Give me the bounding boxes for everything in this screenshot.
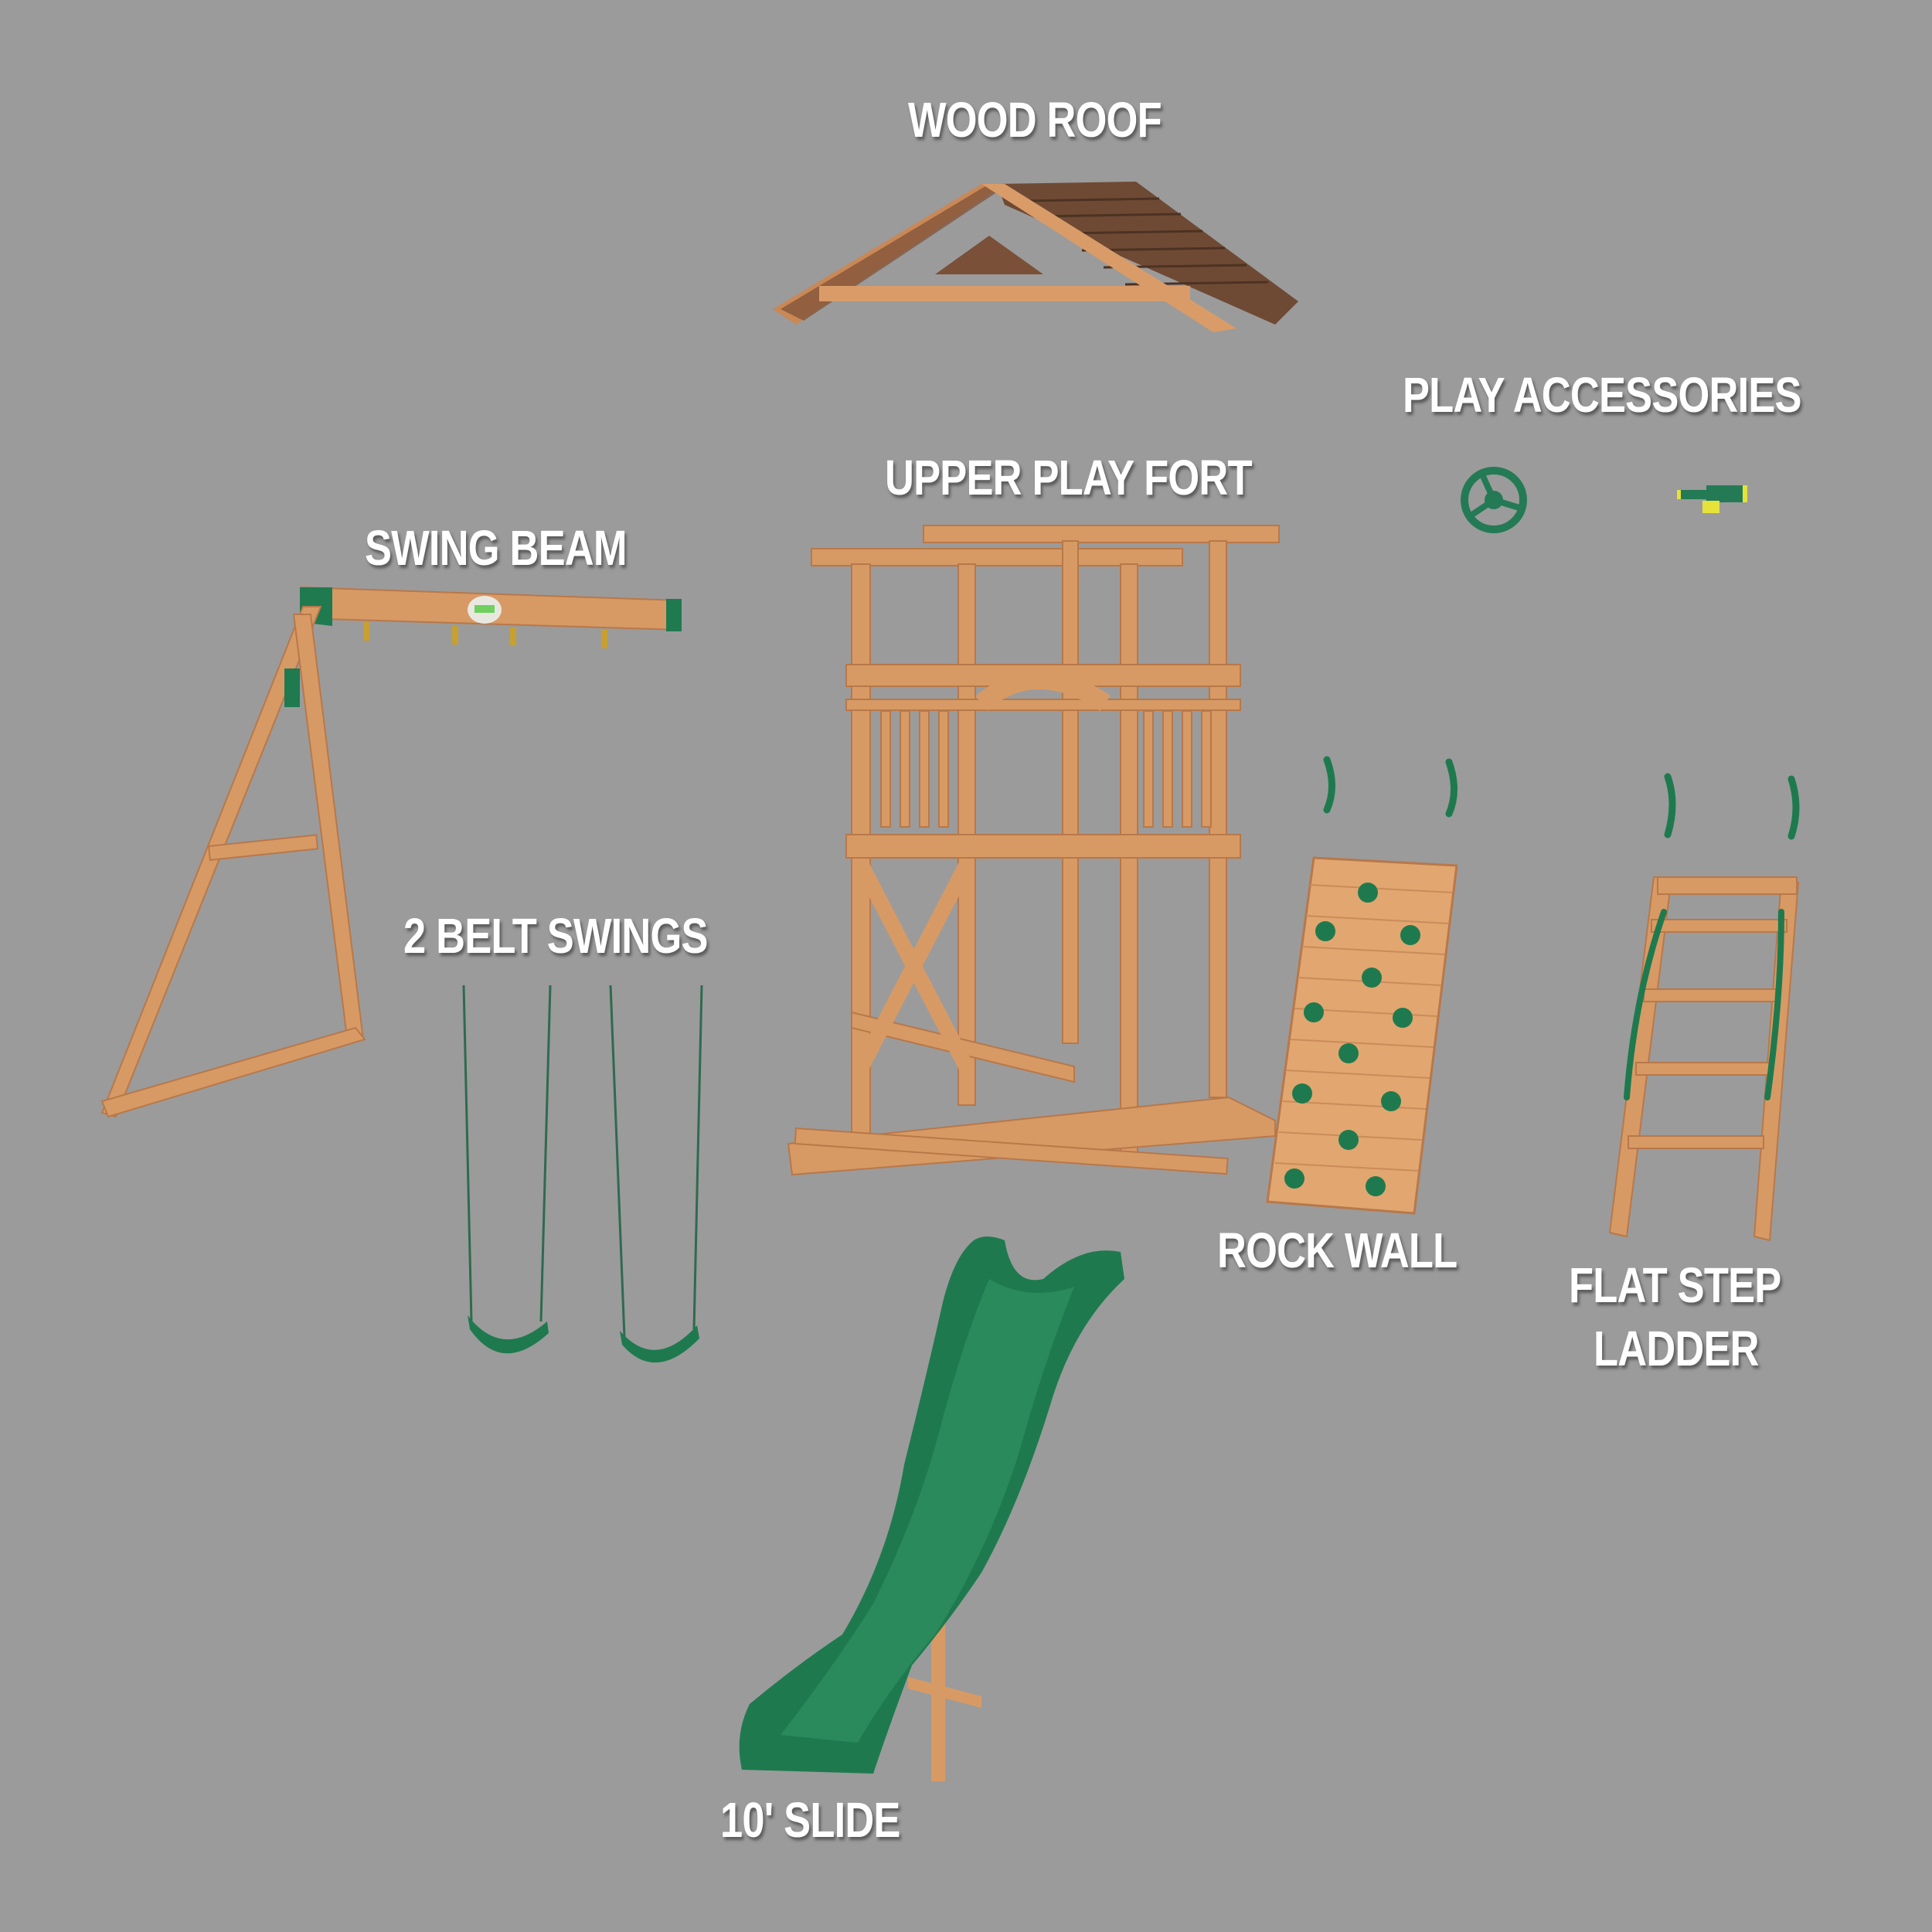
label-wood-roof: WOOD ROOF bbox=[908, 92, 1162, 148]
swing-beam-illustration bbox=[100, 586, 682, 1118]
belt-swings-illustration bbox=[462, 985, 703, 1363]
label-swing-beam: SWING BEAM bbox=[365, 520, 628, 576]
label-rock-wall: ROCK WALL bbox=[1217, 1223, 1458, 1278]
rock-wall-handles bbox=[1314, 753, 1315, 755]
label-slide: 10' SLIDE bbox=[720, 1792, 900, 1848]
wood-roof-illustration bbox=[773, 182, 1298, 332]
label-flat-step-ladder-2: LADDER bbox=[1594, 1321, 1760, 1376]
label-upper-play-fort: UPPER PLAY FORT bbox=[885, 450, 1253, 505]
ladder-handles-icon bbox=[1664, 773, 1800, 840]
upper-play-fort-illustration bbox=[787, 525, 1280, 1176]
label-flat-step-ladder-1: FLAT STEP bbox=[1569, 1257, 1781, 1313]
label-play-accessories: PLAY ACCESSORIES bbox=[1403, 367, 1802, 423]
label-belt-swings: 2 BELT SWINGS bbox=[403, 908, 708, 964]
telescope-icon bbox=[1677, 485, 1747, 513]
grip-handles-icon bbox=[1323, 756, 1458, 818]
flat-step-ladder-illustration bbox=[1608, 876, 1800, 1242]
slide-illustration bbox=[739, 1236, 1124, 1781]
steering-wheel-icon bbox=[1461, 467, 1527, 533]
rock-wall-illustration bbox=[1266, 856, 1458, 1215]
